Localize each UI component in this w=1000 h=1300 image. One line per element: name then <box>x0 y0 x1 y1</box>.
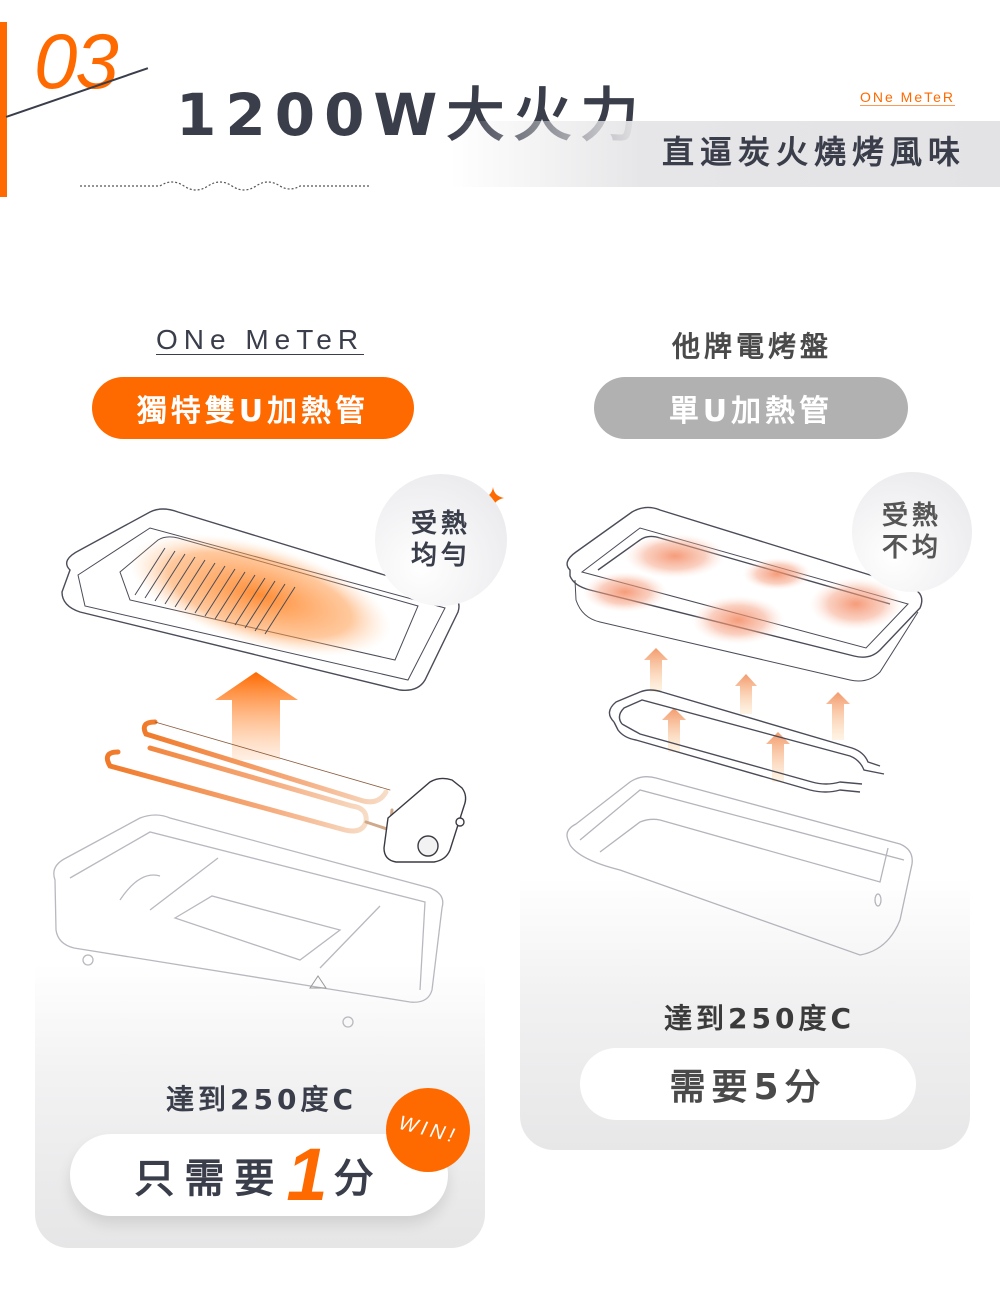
win-badge-text: WIN! <box>396 1111 461 1148</box>
brand-logo: ONe MeTeR <box>156 324 365 356</box>
win-badge: WIN! <box>386 1088 470 1172</box>
tagline-band <box>450 121 1000 187</box>
bubble-line: 不均 <box>881 533 942 563</box>
bubble-line: 受熱 <box>881 500 942 531</box>
feature-pill-double-u: 獨特雙U加熱管 <box>92 377 414 439</box>
even-heating-bubble: 受熱 均勻 <box>375 474 507 606</box>
section-number: 03 <box>34 17 119 105</box>
reach-temp-label: 達到250度C <box>166 1083 357 1116</box>
result-number: 1 <box>286 1133 328 1217</box>
tagline: 直逼炭火燒烤風味 <box>662 133 967 171</box>
result-pill-onemeter: 只需要 1 分 <box>70 1134 448 1216</box>
bubble-line: 受熱 <box>410 508 471 539</box>
other-brand-title: 他牌電烤盤 <box>672 330 833 363</box>
sparkle-icon <box>482 487 504 509</box>
accent-bar <box>0 22 7 197</box>
wave-divider-icon <box>80 181 370 191</box>
uneven-heating-bubble: 受熱 不均 <box>852 472 972 592</box>
brand-logo-small: ONe MeTeR <box>860 89 956 107</box>
result-pill-other: 需要5分 <box>580 1048 916 1120</box>
result-prefix: 只需要 <box>134 1156 285 1202</box>
feature-pill-single-u: 單U加熱管 <box>594 377 908 439</box>
result-suffix: 分 <box>333 1156 384 1202</box>
reach-temp-label: 達到250度C <box>664 1002 855 1035</box>
bubble-line: 均勻 <box>410 541 471 571</box>
